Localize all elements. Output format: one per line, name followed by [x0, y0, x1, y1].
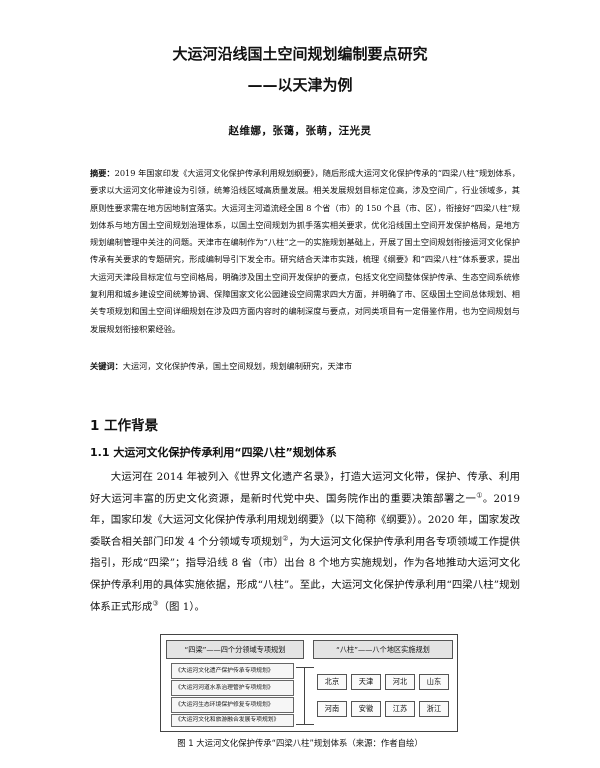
- figure-1-diagram: “四梁”——四个分领域专项规划 “八柱”——八个地区实施规划 《大运河文化遗产保…: [160, 634, 458, 732]
- four-beams-header: “四梁”——四个分领域专项规划: [166, 640, 304, 659]
- province-box: 河南: [317, 701, 347, 717]
- keywords-text: 大运河，文化保护传承，国土空间规划，规划编制研究，天津市: [122, 361, 353, 371]
- four-beams-item: 《大运河文化遗产保护传承专项规划》: [171, 663, 294, 679]
- province-box: 天津: [351, 674, 381, 690]
- author-list: 赵维娜，张蔼，张萌，汪光灵: [228, 125, 372, 137]
- four-beams-item: 《大运河生态环境保护修复专项规划》: [171, 697, 294, 713]
- province-box: 浙江: [419, 701, 449, 717]
- province-box: 安徽: [351, 701, 381, 717]
- province-box: 河北: [385, 674, 415, 690]
- province-box: 北京: [317, 674, 347, 690]
- keywords: 关键词：大运河，文化保护传承，国土空间规划，规划编制研究，天津市: [90, 360, 520, 372]
- paragraph: 大运河在 2014 年被列入《世界文化遗产名录》，打造大运河文化带，保护、传承、…: [90, 471, 520, 613]
- province-box: 江苏: [385, 701, 415, 717]
- paper-title: 大运河沿线国土空间规划编制要点研究: [172, 45, 428, 63]
- abstract-text: 2019 年国家印发《大运河文化保护传承利用规划纲要》，随后形成大运河文化保护传…: [90, 168, 520, 334]
- section-heading: 1 工作背景: [90, 418, 159, 434]
- body-text: 大运河在 2014 年被列入《世界文化遗产名录》，打造大运河文化带，保护、传承、…: [90, 467, 520, 618]
- province-box: 山东: [419, 674, 449, 690]
- eight-pillars-header: “八柱”——八个地区实施规划: [313, 640, 453, 659]
- subsection-heading: 1.1 大运河文化保护传承利用“四梁八柱”规划体系: [90, 446, 337, 459]
- keywords-label: 关键词：: [90, 361, 123, 371]
- figure-caption: 图 1 大运河文化保护传承“四梁八柱”规划体系（来源：作者自绘）: [177, 738, 423, 748]
- four-beams-item: 《大运河河道水系治理管护专项规划》: [171, 680, 294, 696]
- paper-subtitle: ——以天津为例: [247, 76, 353, 94]
- connector-bracket: [304, 667, 314, 725]
- abstract-label: 摘要：: [90, 168, 115, 178]
- four-beams-item: 《大运河文化和旅游融合发展专项规划》: [171, 714, 294, 727]
- abstract: 摘要：2019 年国家印发《大运河文化保护传承利用规划纲要》，随后形成大运河文化…: [90, 165, 520, 338]
